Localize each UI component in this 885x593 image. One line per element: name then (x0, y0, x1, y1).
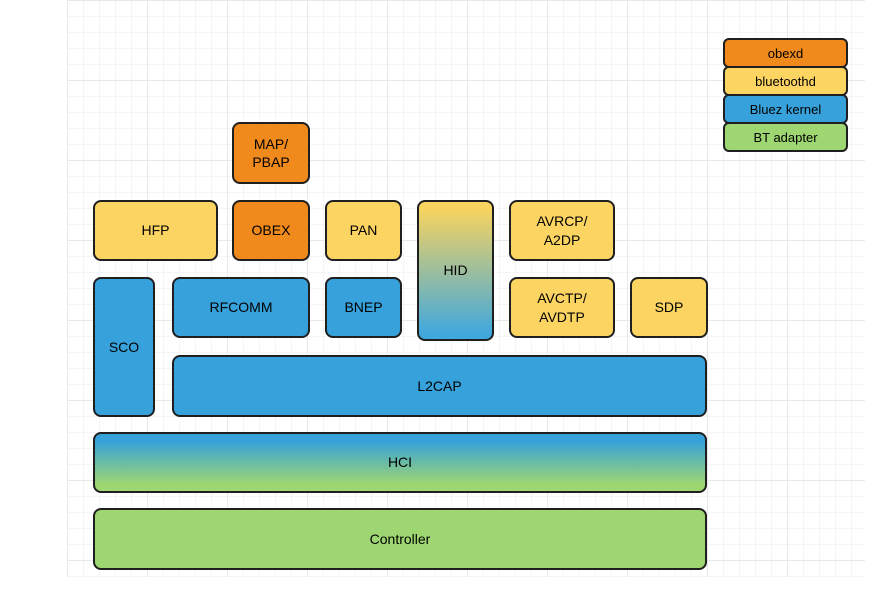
block-map-pbap: MAP/ PBAP (232, 122, 310, 184)
block-sco: SCO (93, 277, 155, 417)
block-hci: HCI (93, 432, 707, 493)
legend-item-bluetoothd: bluetoothd (723, 66, 848, 96)
block-avctp-avdtp: AVCTP/ AVDTP (509, 277, 615, 338)
legend-item-bt-adapter: BT adapter (723, 122, 848, 152)
block-hfp: HFP (93, 200, 218, 261)
block-bnep: BNEP (325, 277, 402, 338)
block-rfcomm: RFCOMM (172, 277, 310, 338)
legend: obexd bluetoothd Bluez kernel BT adapter (723, 38, 848, 152)
block-avrcp-a2dp: AVRCP/ A2DP (509, 200, 615, 261)
legend-item-obexd: obexd (723, 38, 848, 68)
block-pan: PAN (325, 200, 402, 261)
block-l2cap: L2CAP (172, 355, 707, 417)
block-obex: OBEX (232, 200, 310, 261)
block-sdp: SDP (630, 277, 708, 338)
block-controller: Controller (93, 508, 707, 570)
block-hid: HID (417, 200, 494, 341)
legend-item-bluez-kernel: Bluez kernel (723, 94, 848, 124)
